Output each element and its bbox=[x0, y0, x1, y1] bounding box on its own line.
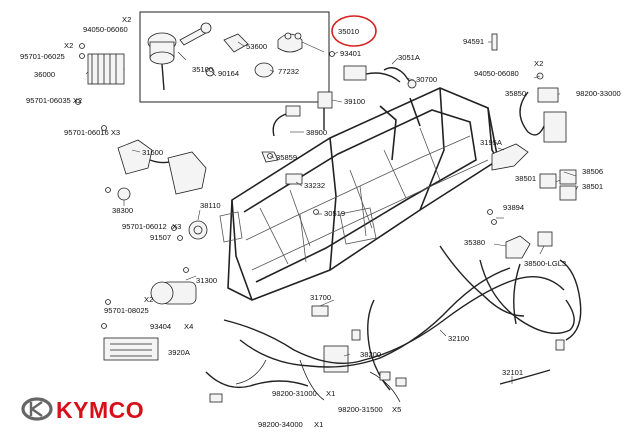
lead-32101-part[interactable] bbox=[499, 369, 551, 385]
callout-3195A[interactable]: 3195A bbox=[480, 138, 503, 147]
callout-35010[interactable]: 35010 bbox=[338, 27, 359, 36]
bushing-part[interactable] bbox=[205, 67, 215, 77]
horn-38110-part[interactable] bbox=[188, 220, 208, 240]
fuse-94591-part[interactable] bbox=[491, 33, 498, 51]
callout-38500-LGL3[interactable]: 38500-LGL3 bbox=[524, 259, 566, 268]
kymco-emblem-icon bbox=[21, 397, 53, 421]
leader-lines bbox=[85, 41, 579, 384]
callout-98200-33000[interactable]: 98200-33000 bbox=[576, 89, 621, 98]
ignition-switch-part[interactable] bbox=[147, 32, 177, 91]
fasteners bbox=[75, 43, 497, 329]
callout-39100[interactable]: 39100 bbox=[344, 97, 365, 106]
callout-95701-06012-qty: X3 bbox=[172, 222, 181, 231]
callout-38900[interactable]: 38900 bbox=[306, 128, 327, 137]
callout-91507[interactable]: 91507 bbox=[150, 233, 171, 242]
callout-93404[interactable]: 93404 bbox=[150, 322, 171, 331]
callout-35380[interactable]: 35380 bbox=[464, 238, 485, 247]
atv-frame[interactable] bbox=[219, 87, 499, 301]
connector-31700-part[interactable] bbox=[311, 305, 329, 317]
callout-35100[interactable]: 35100 bbox=[192, 65, 213, 74]
relay-38501-38506-part[interactable] bbox=[539, 169, 577, 201]
seat-lock-part[interactable] bbox=[223, 33, 249, 53]
callout-33232[interactable]: 33232 bbox=[304, 181, 325, 190]
callout-95701-08025[interactable]: 95701-08025 bbox=[104, 306, 149, 315]
callout-95701-06012[interactable]: 95701-06012 bbox=[122, 222, 167, 231]
callout-3051A[interactable]: 3051A bbox=[398, 53, 421, 62]
key-set-part[interactable] bbox=[277, 32, 303, 53]
highlight-circle bbox=[331, 15, 377, 47]
callout-36000[interactable]: 36000 bbox=[34, 70, 55, 79]
regulator-unit-39100-part[interactable] bbox=[317, 91, 333, 130]
callout-95701-08025-qty: X2 bbox=[144, 295, 153, 304]
callout-94591[interactable]: 94591 bbox=[463, 37, 484, 46]
ecu-3920A-part[interactable] bbox=[103, 337, 159, 361]
callout-95701-06025[interactable]: 95701-06025 bbox=[20, 52, 65, 61]
callout-labels: 35010 35100 53600 90164 77232 93401 3051… bbox=[20, 15, 621, 429]
starter-motor-31300-part[interactable] bbox=[150, 281, 197, 305]
callout-38300[interactable]: 38300 bbox=[112, 206, 133, 215]
cdi-connector-part[interactable] bbox=[343, 65, 401, 83]
callout-38200[interactable]: 38200 bbox=[360, 350, 381, 359]
callout-32100[interactable]: 32100 bbox=[448, 334, 469, 343]
callout-77232[interactable]: 77232 bbox=[278, 67, 299, 76]
cover-3195A-part[interactable] bbox=[491, 143, 529, 171]
callout-35859[interactable]: 35859 bbox=[276, 153, 297, 162]
callout-31700[interactable]: 31700 bbox=[310, 293, 331, 302]
callout-31300[interactable]: 31300 bbox=[196, 276, 217, 285]
callout-98200-31500[interactable]: 98200-31500 bbox=[338, 405, 383, 414]
callout-31600[interactable]: 31600 bbox=[142, 148, 163, 157]
sensor-30700-part[interactable] bbox=[383, 67, 417, 89]
relay-38500-part[interactable] bbox=[537, 231, 553, 247]
bracket-bolts-part[interactable] bbox=[167, 151, 207, 195]
wiring-harness-32100[interactable] bbox=[205, 245, 582, 403]
callout-93894[interactable]: 93894 bbox=[503, 203, 524, 212]
kymco-wordmark: KYMCO bbox=[56, 397, 144, 423]
ignition-kit-inset-box bbox=[139, 11, 330, 103]
callout-98200-31500-qty: X5 bbox=[392, 405, 401, 414]
fuse-box-38200-part[interactable] bbox=[323, 345, 349, 373]
starter-relay-part[interactable] bbox=[519, 72, 567, 143]
sensor-38900-part[interactable] bbox=[272, 105, 301, 137]
callout-38506[interactable]: 38506 bbox=[582, 167, 603, 176]
callout-98200-34000[interactable]: 98200-34000 bbox=[258, 420, 303, 429]
sensor-35380-part[interactable] bbox=[505, 235, 531, 259]
callout-94050-06080-qty: X2 bbox=[534, 59, 543, 68]
callout-38501-left[interactable]: 38501 bbox=[515, 174, 536, 183]
callout-95701-06025-qty: X2 bbox=[64, 41, 73, 50]
callout-98200-31000-qty: X1 bbox=[326, 389, 335, 398]
callout-30700[interactable]: 30700 bbox=[416, 75, 437, 84]
callout-38110[interactable]: 38110 bbox=[200, 201, 221, 210]
sensor-38300-part[interactable] bbox=[117, 187, 131, 201]
ignition-key-part[interactable] bbox=[179, 22, 212, 46]
callout-94050-06080[interactable]: 94050-06080 bbox=[474, 69, 519, 78]
callout-93401[interactable]: 93401 bbox=[340, 49, 361, 58]
callout-98200-34000-qty: X1 bbox=[314, 420, 323, 429]
callout-95701-06035[interactable]: 95701-06035 X2 bbox=[26, 96, 82, 105]
cap-part[interactable] bbox=[254, 62, 274, 78]
callout-32101[interactable]: 32101 bbox=[502, 368, 523, 377]
kymco-logo: KYMCO bbox=[21, 397, 144, 423]
callout-90164[interactable]: 90164 bbox=[218, 69, 239, 78]
rectifier-33232-part[interactable] bbox=[285, 173, 303, 185]
callout-30519[interactable]: 30519 bbox=[324, 209, 345, 218]
callout-93404-qty: X4 bbox=[184, 322, 193, 331]
callout-35850[interactable]: 35850 bbox=[505, 89, 526, 98]
callout-94050-06060[interactable]: 94050-06060 bbox=[83, 25, 128, 34]
callout-53600[interactable]: 53600 bbox=[246, 42, 267, 51]
callout-38501-right[interactable]: 38501 bbox=[582, 182, 603, 191]
callout-94050-06060-qty: X2 bbox=[122, 15, 131, 24]
callout-98200-31000[interactable]: 98200-31000 bbox=[272, 389, 317, 398]
regulator-part[interactable] bbox=[87, 53, 125, 85]
callout-3920A[interactable]: 3920A bbox=[168, 348, 191, 357]
callout-95701-06016[interactable]: 95701-06016 X3 bbox=[64, 128, 120, 137]
